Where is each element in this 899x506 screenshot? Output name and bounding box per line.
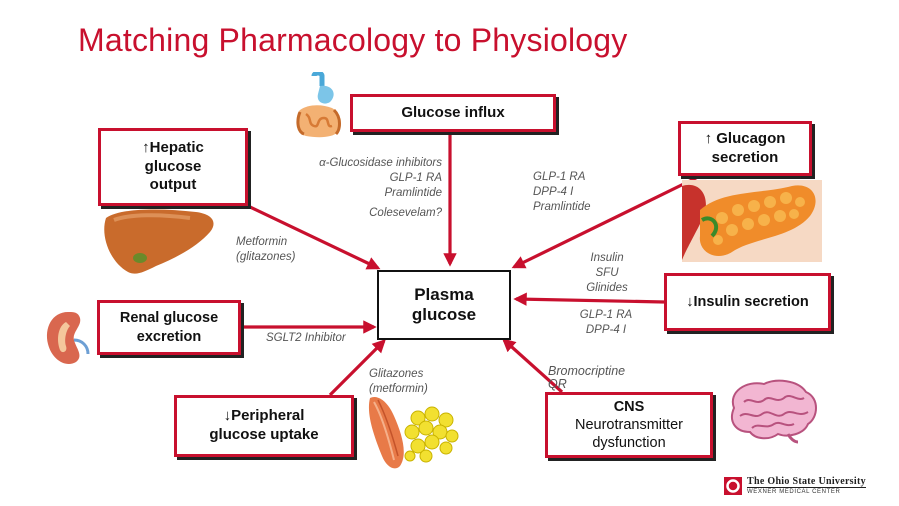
glucagon-drugs: GLP-1 RA DPP-4 I Pramlintide: [533, 170, 591, 215]
slide-title: Matching Pharmacology to Physiology: [78, 22, 628, 58]
osu-name: The Ohio State University: [747, 476, 866, 488]
insulin-drug-1: Insulin: [590, 252, 624, 264]
insulin-secretion-box: ↓Insulin secretion: [664, 273, 831, 331]
colesevelam-label: Colesevelam?: [369, 207, 442, 219]
cns-drugs: Bromocriptine QR: [548, 365, 625, 391]
insulin-label: ↓Insulin secretion: [686, 293, 809, 310]
arrow-glucagon: [511, 174, 701, 269]
osu-logo: The Ohio State University WEXNER MEDICAL…: [724, 476, 866, 495]
hepatic-line-3: output: [149, 176, 197, 194]
glucagon-secretion-box: ↑ Glucagon secretion: [678, 121, 812, 176]
arrow-hepatic: [247, 204, 381, 270]
glucagon-drug-1: GLP-1 RA: [533, 171, 586, 183]
osu-logo-icon: [724, 476, 742, 495]
renal-line-1: Renal glucose: [119, 310, 219, 327]
plasma-label: Plasma: [414, 284, 474, 304]
glucagon-line-2: secretion: [711, 148, 779, 166]
cns-line-3: dysfunction: [592, 435, 666, 452]
cns-line-2: Neurotransmitter: [575, 416, 683, 433]
arrow-insulin: [513, 292, 665, 306]
peripheral-uptake-box: ↓Peripheral glucose uptake: [174, 395, 354, 457]
brain-icon: [731, 379, 817, 444]
pancreas-icon: [682, 180, 822, 262]
glucagon-line-1: ↑ Glucagon: [704, 129, 786, 147]
peripheral-line-2: glucose uptake: [209, 426, 319, 443]
peripheral-drugs: Glitazones (metformin): [369, 367, 428, 397]
arrow-peripheral: [328, 339, 386, 397]
muscle-fat-icon: [368, 396, 459, 469]
insulin-lower-drugs: GLP-1 RA DPP-4 I: [566, 308, 646, 338]
insulin-drug-3: Glinides: [586, 282, 628, 294]
insulin-lower-drug-1: GLP-1 RA: [579, 309, 633, 321]
plasma-glucose-box: Plasma glucose: [377, 270, 511, 340]
hepatic-line-1: ↑Hepatic: [142, 138, 204, 156]
insulin-lower-drug-2: DPP-4 I: [585, 324, 627, 336]
glucose-label: glucose: [411, 305, 477, 324]
gut-icon: [296, 72, 341, 138]
cns-box: CNS Neurotransmitter dysfunction: [545, 392, 713, 458]
kidney-icon: [46, 312, 90, 364]
hepatic-drug-2: (glitazones): [236, 251, 296, 263]
osu-subtitle: WEXNER MEDICAL CENTER: [747, 489, 841, 495]
insulin-drug-2: SFU: [595, 267, 619, 279]
renal-drug: SGLT2 Inhibitor: [266, 332, 346, 344]
influx-drug-2: GLP-1 RA: [389, 172, 442, 184]
cns-drug-1: Bromocriptine: [548, 364, 626, 378]
hepatic-drugs: Metformin (glitazones): [236, 235, 295, 265]
cns-line-1: CNS: [613, 398, 645, 415]
glucagon-drug-2: DPP-4 I: [533, 186, 574, 198]
hepatic-line-2: glucose: [144, 157, 202, 175]
influx-drug-3: Pramlintide: [384, 187, 442, 199]
peripheral-line-1: ↓Peripheral: [223, 407, 305, 425]
hepatic-output-box: ↑Hepatic glucose output: [98, 128, 248, 206]
glucose-influx-label: Glucose influx: [401, 103, 505, 121]
peripheral-drug-1: Glitazones: [369, 368, 424, 380]
peripheral-drug-2: (metformin): [369, 383, 428, 395]
glucagon-drug-3: Pramlintide: [533, 201, 591, 213]
renal-excretion-box: Renal glucose excretion: [97, 300, 241, 355]
influx-drug-1: α-Glucosidase inhibitors: [319, 157, 442, 169]
cns-drug-2: QR: [548, 377, 567, 391]
insulin-upper-drugs: Insulin SFU Glinides: [572, 251, 642, 296]
hepatic-drug-1: Metformin: [236, 236, 288, 248]
liver-icon: [104, 209, 214, 274]
influx-drugs: α-Glucosidase inhibitors GLP-1 RA Pramli…: [286, 156, 442, 201]
arrow-cns: [501, 338, 564, 394]
renal-line-2: excretion: [136, 328, 202, 345]
glucose-influx-box: Glucose influx: [350, 94, 556, 132]
